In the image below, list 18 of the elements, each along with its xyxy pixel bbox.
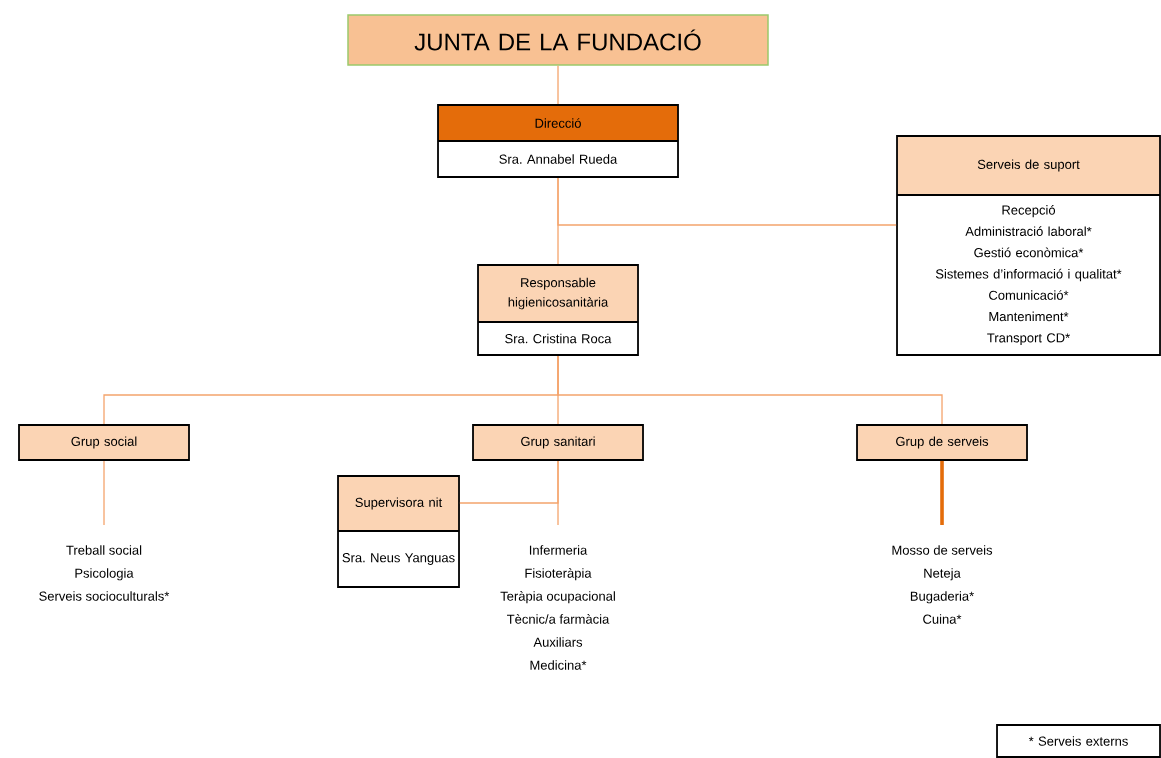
connector-line bbox=[557, 355, 943, 425]
item-list: Treball social Psicologia Serveis socioculturals* bbox=[39, 545, 170, 601]
item-list: Infermeria Fisioteràpia Teràpia ocupacional Tècnic/a farmàcia Auxiliars Medicina* bbox=[500, 545, 615, 670]
role-box: Serveis de suport Recepció Administració laboral* Gestió econòmica* Sistemes d’informació i qualitat* Comunicació* Manteniment* Transport CD* bbox=[896, 135, 1161, 356]
connector-line bbox=[940, 460, 944, 525]
title-box: JUNTA DE LA FUNDACIÓ bbox=[347, 14, 769, 66]
group-box: Grup social bbox=[18, 424, 190, 461]
group-box: Grup de serveis bbox=[856, 424, 1028, 461]
item-list: Mosso de serveis Neteja Bugaderia* Cuina* bbox=[892, 545, 993, 624]
connector-line bbox=[459, 460, 559, 504]
key-box: * Serveis externs bbox=[996, 724, 1161, 758]
role-box: Supervisora nit Sra. Neus Yanguas bbox=[337, 475, 460, 588]
group-box: Grup sanitari bbox=[472, 424, 644, 461]
role-box: Responsable higienicosanitària Sra. Cristina Roca bbox=[477, 264, 639, 356]
role-box: Direcció Sra. Annabel Rueda bbox=[437, 104, 679, 178]
connector-line bbox=[557, 177, 897, 226]
connector-line bbox=[557, 65, 559, 105]
connector-line bbox=[103, 460, 105, 526]
